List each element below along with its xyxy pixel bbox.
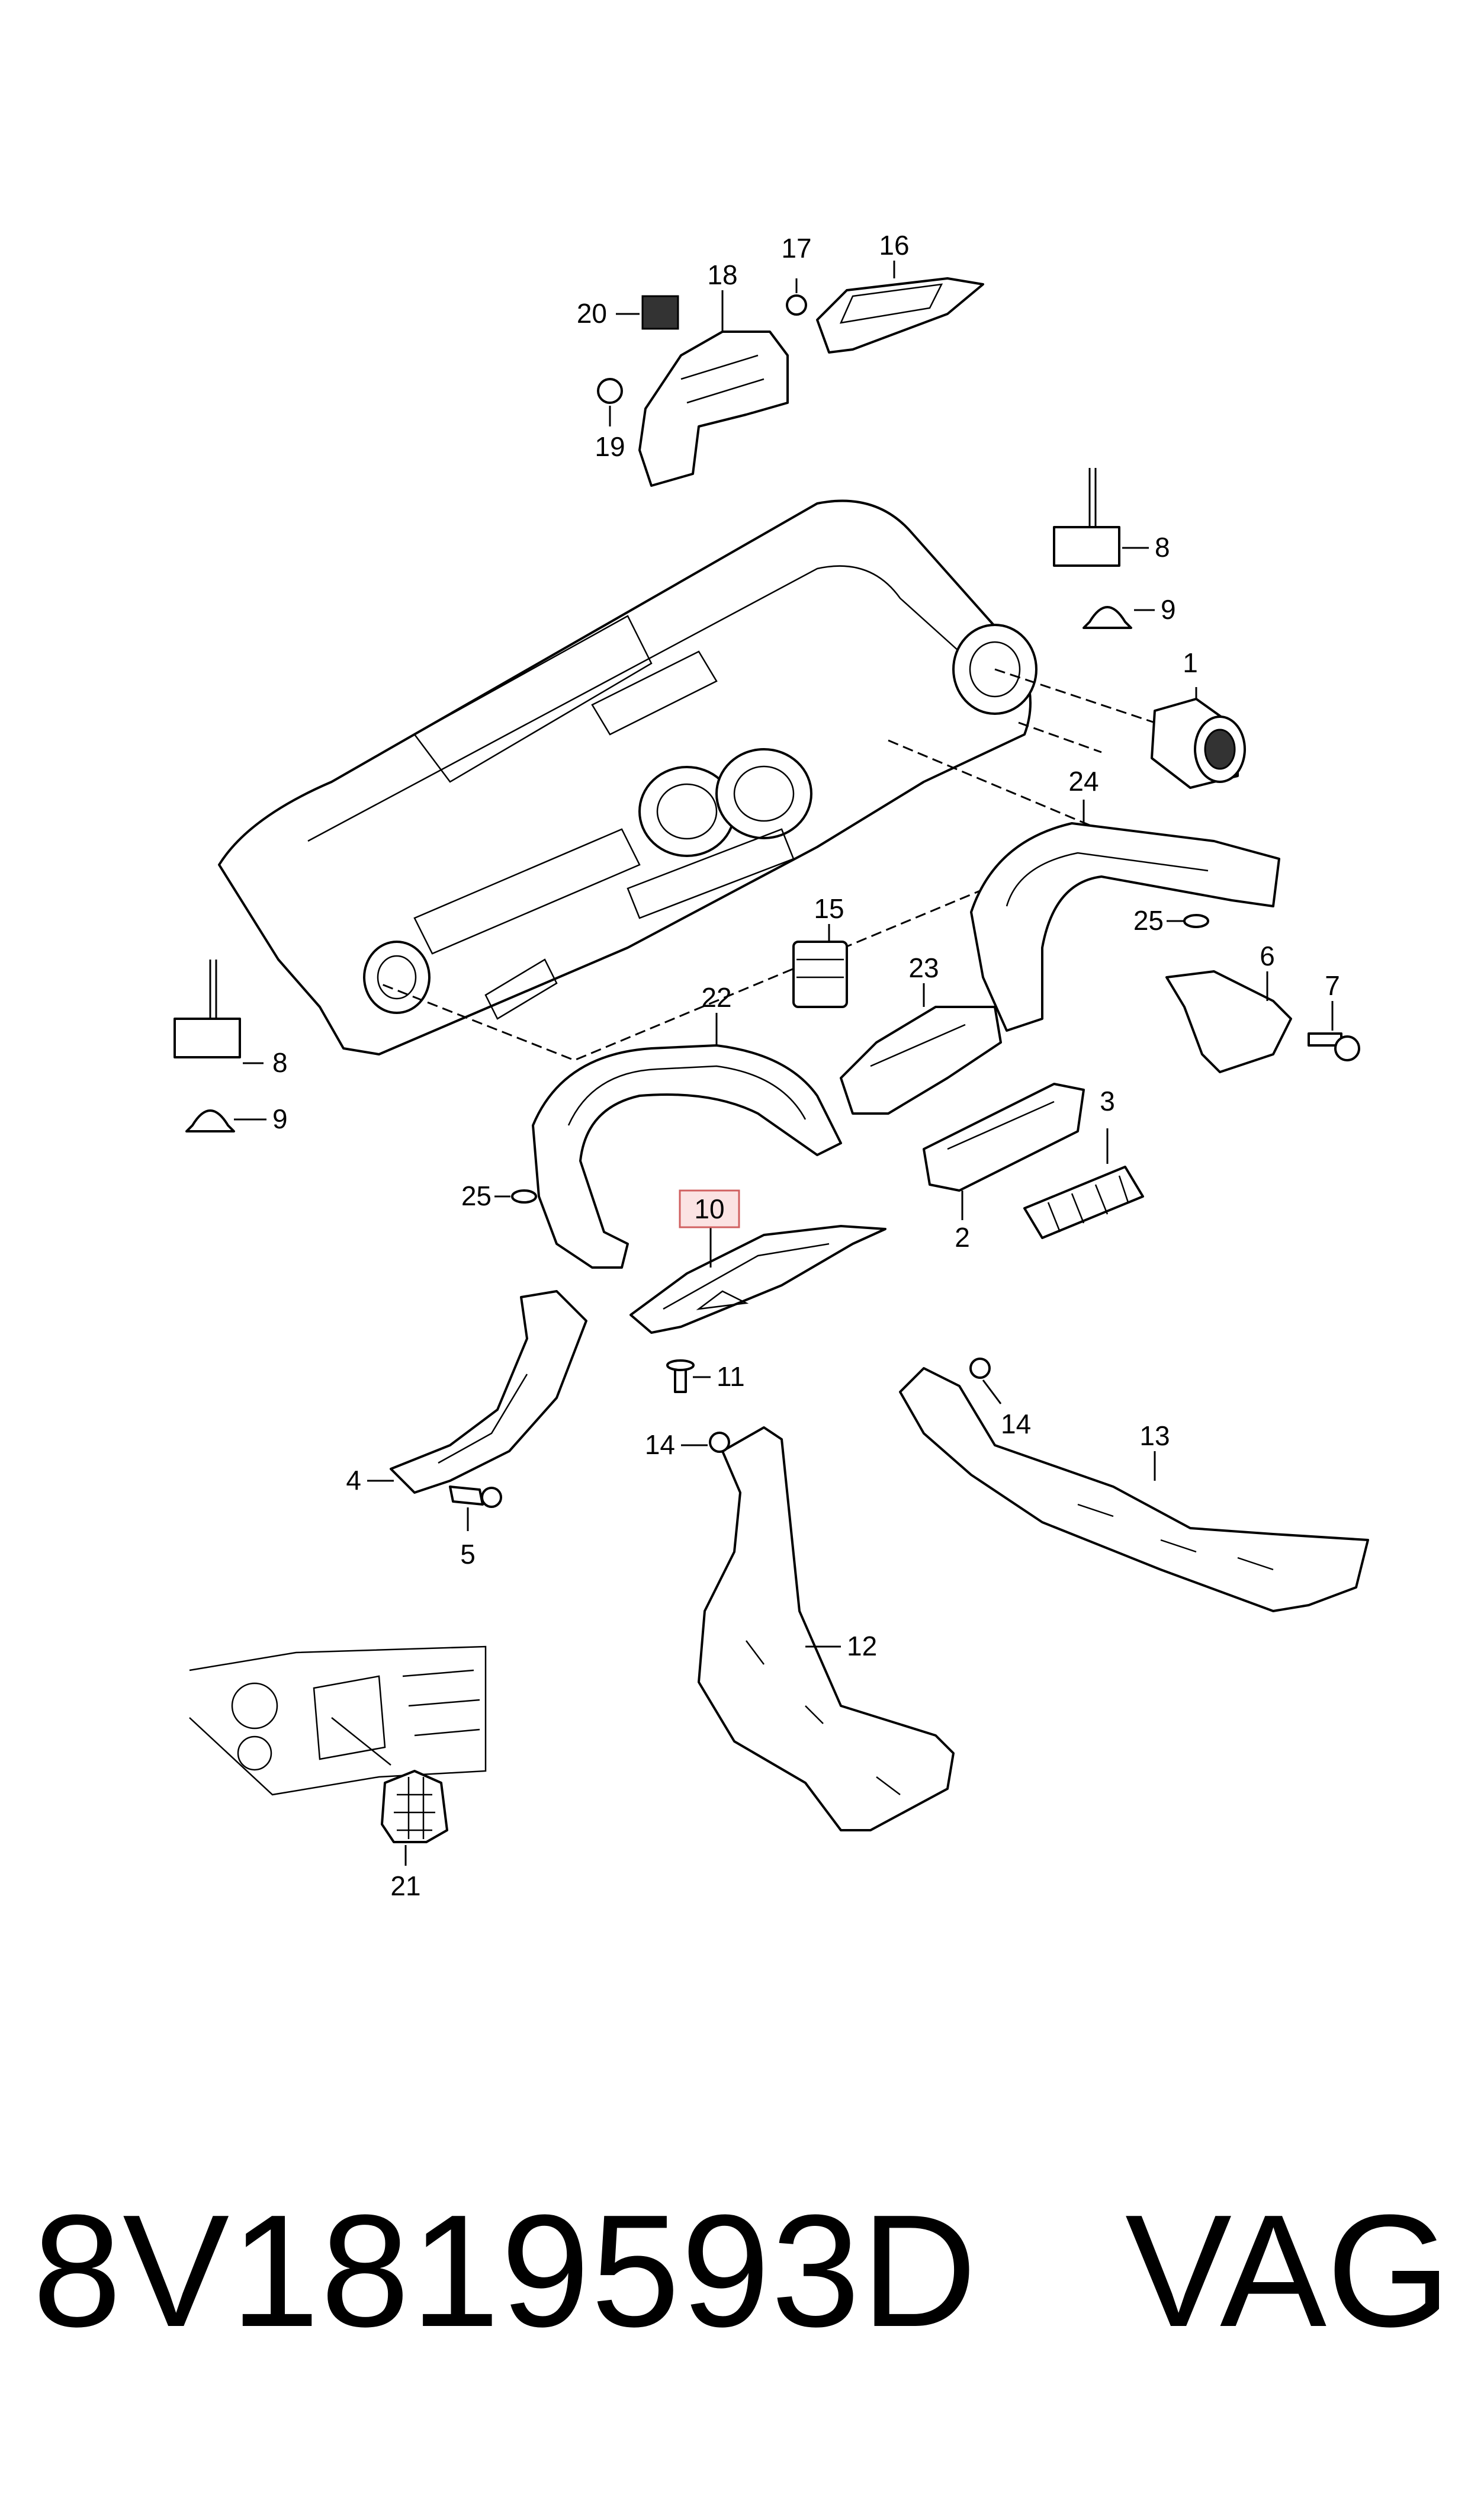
callout-23: 23 [908,952,939,983]
callout-12: 12 [847,1631,877,1661]
callout-8-right: 8 [1155,532,1170,563]
part-8-sensor-left [174,960,264,1064]
callout-7: 7 [1325,970,1340,1001]
callout-24: 24 [1068,766,1098,797]
part-22-center-duct [532,1013,842,1269]
part-24-right-duct [970,800,1280,1032]
callout-3: 3 [1100,1086,1115,1116]
part-25-washer-right [1167,914,1209,928]
callout-6: 6 [1260,941,1275,971]
part-16-top-vent [816,261,984,354]
callout-10-highlight [679,1189,740,1228]
callout-labels: 1 2 3 4 5 6 7 8 8 9 9 10 11 12 13 14 14 … [272,230,1340,1901]
part-9-clip-right [1083,606,1155,629]
part-25-washer-left [494,1189,537,1204]
callout-10: 10 [694,1193,724,1224]
part-4-left-duct [367,1290,587,1494]
callout-25-left: 25 [461,1180,492,1211]
part-3-grille [1023,1128,1144,1239]
part-6-bracket [1165,970,1292,1073]
part-23-duct [840,983,1002,1115]
callout-15: 15 [814,893,844,924]
part-17-clip [786,278,807,316]
callout-21: 21 [390,1870,420,1901]
part-5-push-clip [449,1485,502,1531]
part-19-nut [597,378,623,426]
part-20-bracket [616,295,679,330]
callout-11: 11 [717,1361,745,1392]
part-15-filter [792,924,848,1008]
callout-13: 13 [1139,1420,1170,1451]
part-number: 8V1819593D [33,2182,978,2360]
part-1-round-vent [1151,687,1246,789]
part-10-duct-cover [629,1225,886,1334]
part-8-sensor-right [1053,468,1149,567]
callout-4: 4 [346,1465,361,1496]
callout-5: 5 [460,1539,476,1570]
callout-19: 19 [595,431,625,462]
callout-14-left: 14 [645,1429,675,1460]
brand-name: VAG [1125,2182,1451,2360]
part-7-screw [1308,1001,1360,1061]
part-14-clip-left [681,1432,730,1453]
callout-18: 18 [707,259,737,290]
part-12-floor-duct [698,1426,955,1831]
part-9-clip-left [185,1109,266,1132]
callout-16: 16 [879,230,909,261]
callout-9-right: 9 [1161,594,1176,625]
part-2-vent-housing [923,1083,1085,1220]
callout-25-right: 25 [1133,905,1164,936]
callout-22: 22 [701,982,731,1013]
callout-9-left: 9 [272,1103,288,1134]
callout-20: 20 [577,298,607,329]
callout-2: 2 [955,1222,970,1253]
part-18-duct [638,290,789,487]
callout-14-right: 14 [1001,1408,1031,1439]
callout-1: 1 [1183,647,1198,678]
part-21-body-panel [189,1645,487,1866]
part-14-clip-right [969,1358,1002,1404]
part-13-rear-duct [899,1367,1369,1612]
part-11-screw [666,1359,711,1393]
dashboard-assembly [218,499,1191,1061]
callout-8-left: 8 [272,1047,288,1078]
callout-17: 17 [781,233,811,264]
